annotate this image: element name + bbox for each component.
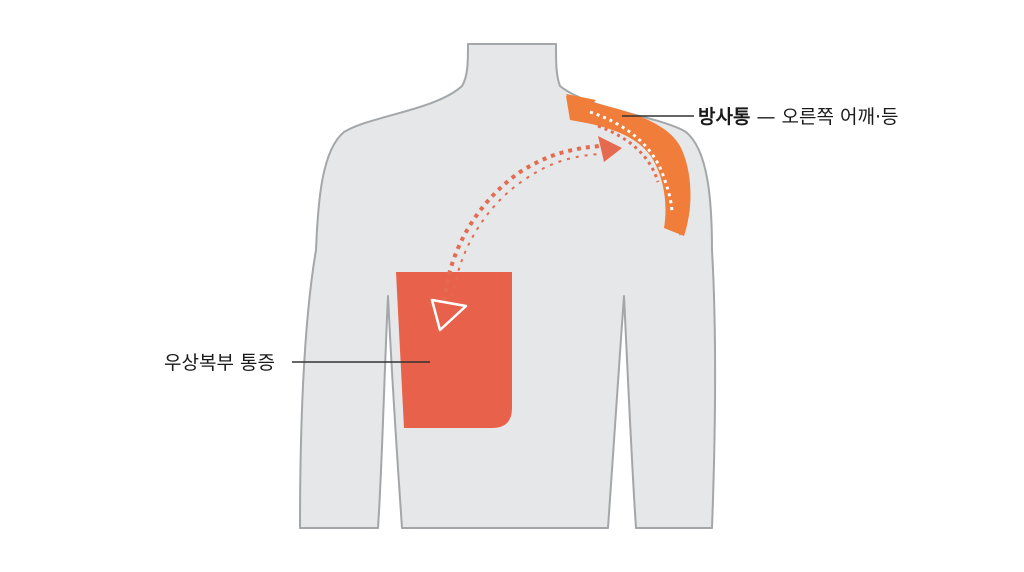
ruq-pain-area — [396, 272, 512, 428]
shoulder-dotted-arrow — [589, 110, 674, 215]
radiating-pain-label: 방사통 — 오른쪽 어깨·등 — [698, 106, 899, 128]
arrowhead-down-icon — [668, 210, 690, 236]
shoulder-dotted-arrow-return — [597, 124, 660, 183]
radiating-term: 방사통 — [698, 106, 750, 128]
shoulder-radiation-area — [566, 96, 691, 236]
radiating-detail: — 오른쪽 어깨·등 — [750, 106, 898, 128]
arrowhead-up-icon — [566, 94, 596, 120]
radiation-dotted-arrow — [442, 144, 601, 311]
arrowhead-ruq-icon — [430, 298, 468, 332]
ruq-pain-label: 우상복부 통증 — [164, 352, 275, 374]
arrowhead-shoulder-icon — [598, 136, 622, 162]
radiation-dotted-arrow-inner — [451, 153, 601, 307]
